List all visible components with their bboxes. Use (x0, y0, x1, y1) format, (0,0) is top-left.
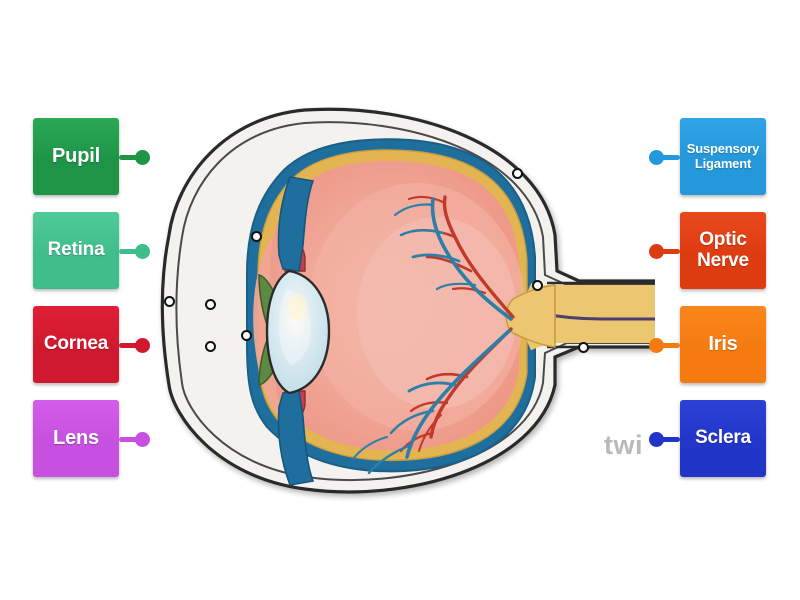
eye-cross-section-image (155, 85, 655, 515)
hotspot-iris-lower[interactable] (205, 341, 216, 352)
hotspot-anterior-chamber[interactable] (205, 299, 216, 310)
connector-knob-retina[interactable] (135, 243, 150, 259)
label-box-iris[interactable]: Iris (680, 306, 766, 383)
label-text-suspensory-ligament: Suspensory Ligament (686, 141, 760, 171)
connector-line-pupil (119, 154, 139, 160)
hotspot-sclera-top[interactable] (512, 168, 523, 179)
hotspot-optic-nerve[interactable] (578, 342, 589, 353)
connector-line-retina (119, 248, 139, 254)
connector-knob-optic-nerve[interactable] (649, 243, 664, 259)
hotspot-retina-posterior[interactable] (532, 280, 543, 291)
label-text-retina: Retina (47, 239, 105, 261)
label-box-lens[interactable]: Lens (33, 400, 119, 477)
connector-knob-iris[interactable] (649, 337, 664, 353)
connector-knob-lens[interactable] (135, 431, 150, 447)
connector-knob-sclera[interactable] (649, 431, 664, 447)
connector-knob-cornea[interactable] (135, 337, 150, 353)
label-box-optic-nerve[interactable]: Optic Nerve (680, 212, 766, 289)
connector-line-optic-nerve (660, 248, 680, 254)
label-text-pupil: Pupil (52, 144, 100, 167)
connector-line-lens (119, 436, 139, 442)
hotspot-anterior-outer[interactable] (164, 296, 175, 307)
connector-knob-suspensory-ligament[interactable] (649, 149, 664, 165)
connector-line-iris (660, 342, 680, 348)
connector-knob-pupil[interactable] (135, 149, 150, 165)
label-text-sclera: Sclera (695, 427, 751, 449)
label-text-optic-nerve: Optic Nerve (697, 228, 749, 271)
watermark: twi (604, 430, 643, 460)
label-box-retina[interactable]: Retina (33, 212, 119, 289)
hotspot-lens[interactable] (241, 330, 252, 341)
label-text-iris: Iris (708, 332, 738, 355)
connector-line-cornea (119, 342, 139, 348)
label-text-lens: Lens (53, 426, 99, 449)
connector-line-sclera (660, 436, 680, 442)
label-box-pupil[interactable]: Pupil (33, 118, 119, 195)
hotspot-iris-upper[interactable] (251, 231, 262, 242)
connector-line-suspensory-ligament (660, 154, 680, 160)
label-text-cornea: Cornea (43, 333, 109, 355)
label-box-suspensory-ligament[interactable]: Suspensory Ligament (680, 118, 766, 195)
label-box-cornea[interactable]: Cornea (33, 306, 119, 383)
label-box-sclera[interactable]: Sclera (680, 400, 766, 477)
